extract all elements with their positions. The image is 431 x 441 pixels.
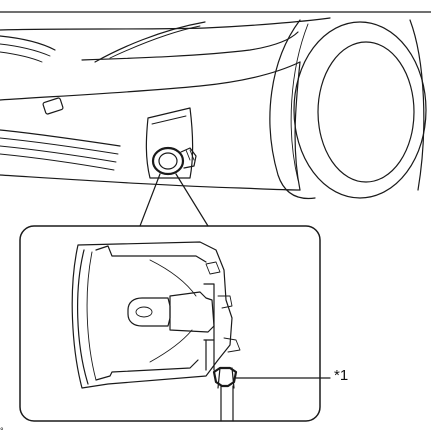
tire-outer xyxy=(293,21,427,199)
car-front-view xyxy=(0,17,427,200)
tire-inner xyxy=(317,41,415,183)
bulb xyxy=(127,297,171,327)
socket-stem xyxy=(205,339,215,371)
hood-line xyxy=(0,17,331,31)
corner-mark: ° xyxy=(0,426,4,436)
socket-tab-top xyxy=(205,261,221,275)
zoom-leader-right xyxy=(175,173,209,227)
fog-lamp-bezel xyxy=(145,107,194,179)
callout-1-label: *1 xyxy=(334,367,349,384)
fog-lamp-connector xyxy=(180,147,197,169)
bulb-filament xyxy=(135,306,153,318)
lower-grille-slat-4 xyxy=(0,153,115,171)
lamp-housing-shell xyxy=(71,241,233,389)
headlight-upper xyxy=(94,21,206,63)
lower-grille-slat-1 xyxy=(0,129,121,147)
fog-lamp-clip xyxy=(185,149,195,161)
socket-flange xyxy=(203,283,215,341)
detail-box xyxy=(19,225,321,422)
lower-grille-slat-2 xyxy=(0,137,119,155)
reflector-top xyxy=(95,245,207,263)
bumper-lower-edge xyxy=(0,174,301,191)
lower-grille-slat-3 xyxy=(0,145,117,163)
reflector-curve-lower xyxy=(149,329,193,363)
socket-tab-right xyxy=(217,295,233,309)
socket-tab-lower xyxy=(223,337,241,353)
bumper-upper-edge xyxy=(0,61,301,101)
fog-lamp-socket-outer xyxy=(151,146,185,176)
lamp-housing-lens xyxy=(77,249,89,385)
fog-lamp-bezel-inner xyxy=(151,115,187,125)
wheel-arch-lip xyxy=(290,23,309,181)
socket-base xyxy=(169,291,215,333)
grille-vent-bot xyxy=(0,51,43,63)
zoom-leader-left xyxy=(139,173,161,227)
side-marker xyxy=(42,97,64,115)
headlight-inner xyxy=(109,25,201,59)
reflector-curve-upper xyxy=(149,259,197,297)
grille-vent-top xyxy=(0,35,56,51)
fog-lamp-socket-inner xyxy=(158,152,178,170)
wheel-arch xyxy=(269,19,316,200)
grille-vent-mid xyxy=(0,43,51,57)
headlight-lower xyxy=(81,31,299,61)
reflector-bottom xyxy=(95,359,199,381)
lamp-housing-lens-inner xyxy=(86,251,97,381)
zoom-leader xyxy=(139,173,209,227)
connector-clip-tabs xyxy=(217,367,235,389)
detail-box-frame xyxy=(19,225,321,422)
wheel-right-edge xyxy=(409,19,425,191)
